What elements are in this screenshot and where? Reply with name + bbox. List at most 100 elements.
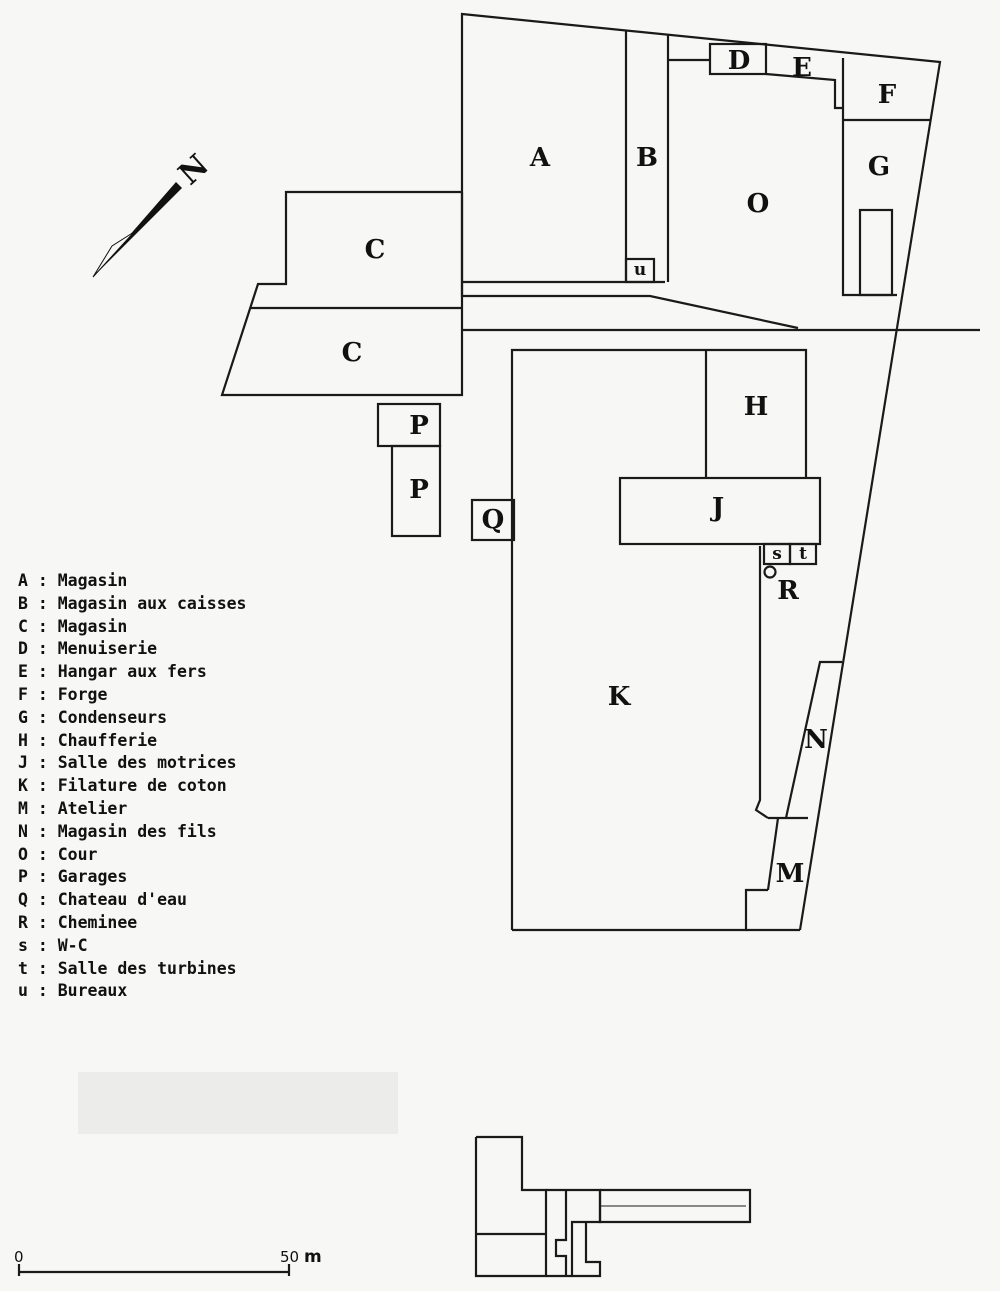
legend-item: H : Chaufferie [18,730,247,753]
building-p [376,402,442,538]
legend-item: R : Cheminee [18,912,247,935]
label-c-lower: C [342,338,363,368]
label-d: D [728,46,751,76]
legend-item: P : Garages [18,866,247,889]
legend-item: Q : Chateau d'eau [18,889,247,912]
legend-separator: : [27,867,58,887]
label-k: K [608,682,632,712]
legend-item: A : Magasin [18,570,247,593]
legend-separator: : [27,707,58,727]
legend-name: W-C [57,935,88,955]
legend-key: A [18,571,28,590]
legend-key: N [18,821,28,841]
legend-name: Salle des turbines [57,958,237,978]
label-m: M [776,859,805,889]
legend-key: E [18,662,28,682]
legend-name: Magasin aux caisses [57,593,247,613]
legend-name: Cour [57,844,98,864]
blank-patch [78,1072,398,1134]
rooms-s-t [762,542,818,566]
legend-item: s : W-C [18,935,247,958]
legend-separator: : [27,935,58,955]
legend-key: P [18,867,28,887]
legend-name: Magasin [57,616,128,636]
building-j [618,476,822,546]
legend-key: D [18,639,28,659]
legend-separator: : [27,890,58,910]
label-r: R [777,576,799,606]
legend-separator: : [27,753,58,773]
legend-separator: : [27,958,58,978]
legend-item: F : Forge [18,684,247,707]
building-m [746,816,808,932]
legend-item: t : Salle des turbines [18,958,247,981]
legend-name: Hangar aux fers [57,662,207,682]
legend-item: B : Magasin aux caisses [18,593,247,616]
legend-separator: : [27,912,58,932]
label-c-upper: C [365,235,386,265]
label-q: Q [482,505,505,535]
label-j: J [710,493,724,523]
legend-name: Cheminee [57,912,138,932]
legend-item: J : Salle des motrices [18,752,247,775]
legend-key: K [18,776,28,796]
legend-name: Magasin des fils [57,821,217,841]
building-c [220,190,464,397]
legend-key: F [18,684,28,704]
legend-item: O : Cour [18,844,247,867]
east-wall [798,327,899,931]
scale-bar: 0 50 m [14,1247,322,1276]
legend-name: Condenseurs [57,707,168,727]
legend-name: Menuiserie [57,639,158,659]
legend-item: N : Magasin des fils [18,821,247,844]
inset-plan [474,1135,752,1278]
legend-key: H [18,730,28,750]
legend-separator: : [27,571,58,590]
label-p-lower: P [409,475,429,505]
legend-item: E : Hangar aux fers [18,661,247,684]
building-k [510,348,808,932]
legend-name: Filature de coton [57,776,227,796]
scale-end: 50 [280,1248,299,1266]
north-block [460,12,942,329]
legend-key: O [18,844,28,864]
legend-separator: : [27,684,58,704]
chimney-icon [763,565,777,579]
legend-key: J [18,753,28,773]
legend-key: R [18,912,28,932]
legend-separator: : [27,981,58,1001]
legend-name: Magasin [57,571,128,590]
legend-separator: : [27,730,58,750]
legend-separator: : [27,776,58,796]
building-q [470,498,516,542]
legend-name: Salle des motrices [57,753,237,773]
legend-key: t [18,958,28,978]
legend-item: C : Magasin [18,616,247,639]
legend-separator: : [27,639,58,659]
legend-item: M : Atelier [18,798,247,821]
legend-item: D : Menuiserie [18,638,247,661]
legend-separator: : [27,821,58,841]
label-a: A [529,143,551,173]
label-u: u [634,260,646,280]
legend-separator: : [27,662,58,682]
legend-key: s [18,935,28,955]
legend-name: Forge [57,684,108,704]
label-f: F [878,80,897,110]
label-b: B [636,143,658,173]
scale-start: 0 [14,1248,24,1266]
legend-name: Chaufferie [57,730,158,750]
building-n [784,660,842,819]
label-h: H [744,392,769,422]
legend-name: Garages [57,867,128,887]
legend-separator: : [27,844,58,864]
label-n: N [804,725,828,755]
legend-key: Q [18,890,28,910]
north-arrow-icon: N [92,148,216,278]
label-t: t [799,544,807,564]
legend-item: u : Bureaux [18,980,247,1003]
legend-key: C [18,616,28,636]
legend-separator: : [27,798,58,818]
legend-name: Atelier [57,798,128,818]
